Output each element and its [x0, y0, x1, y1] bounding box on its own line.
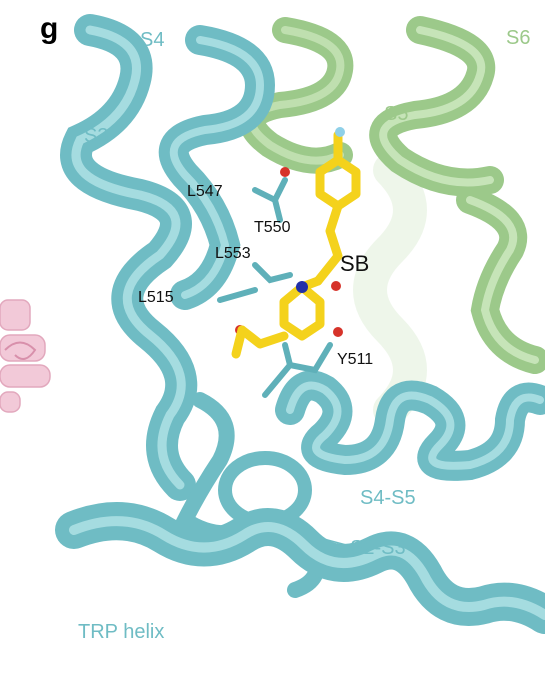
helix-label-s5: S5 — [384, 103, 409, 125]
trp-helix — [55, 502, 545, 634]
ligand-label-sb: SB — [340, 251, 370, 276]
residue-label-l547: L547 — [187, 183, 223, 200]
helix-label-s4: S4 — [140, 29, 165, 51]
residue-label-l515: L515 — [138, 289, 174, 306]
s6-helix — [369, 16, 545, 374]
fluorine-atom — [335, 127, 345, 137]
s2-s3-leader-line — [319, 537, 351, 547]
residue-label-l553: L553 — [215, 245, 251, 262]
residue-label-t550: T550 — [254, 219, 291, 236]
s4-s5-linker-helix — [275, 370, 545, 481]
residue-sticks — [217, 177, 333, 398]
ligand-sb — [231, 130, 361, 359]
s3-helix — [60, 14, 198, 501]
helix-label-s4-s5: S4-S5 — [360, 487, 416, 509]
helix-label-s3: S3 — [84, 125, 109, 147]
residue-label-y511: Y511 — [337, 351, 374, 368]
helix-label-s6: S6 — [506, 27, 531, 49]
s5-helix — [239, 17, 354, 174]
s5-helix-faded — [353, 153, 427, 427]
panel-label: g — [40, 12, 59, 45]
helix-label-trp-helix: TRP helix — [78, 621, 165, 643]
nitrogen-atom — [296, 281, 308, 293]
pink-protein-fragment — [0, 299, 51, 413]
s4-helix — [158, 25, 276, 310]
helix-label-s2-s3: S2-S3 — [350, 537, 406, 559]
